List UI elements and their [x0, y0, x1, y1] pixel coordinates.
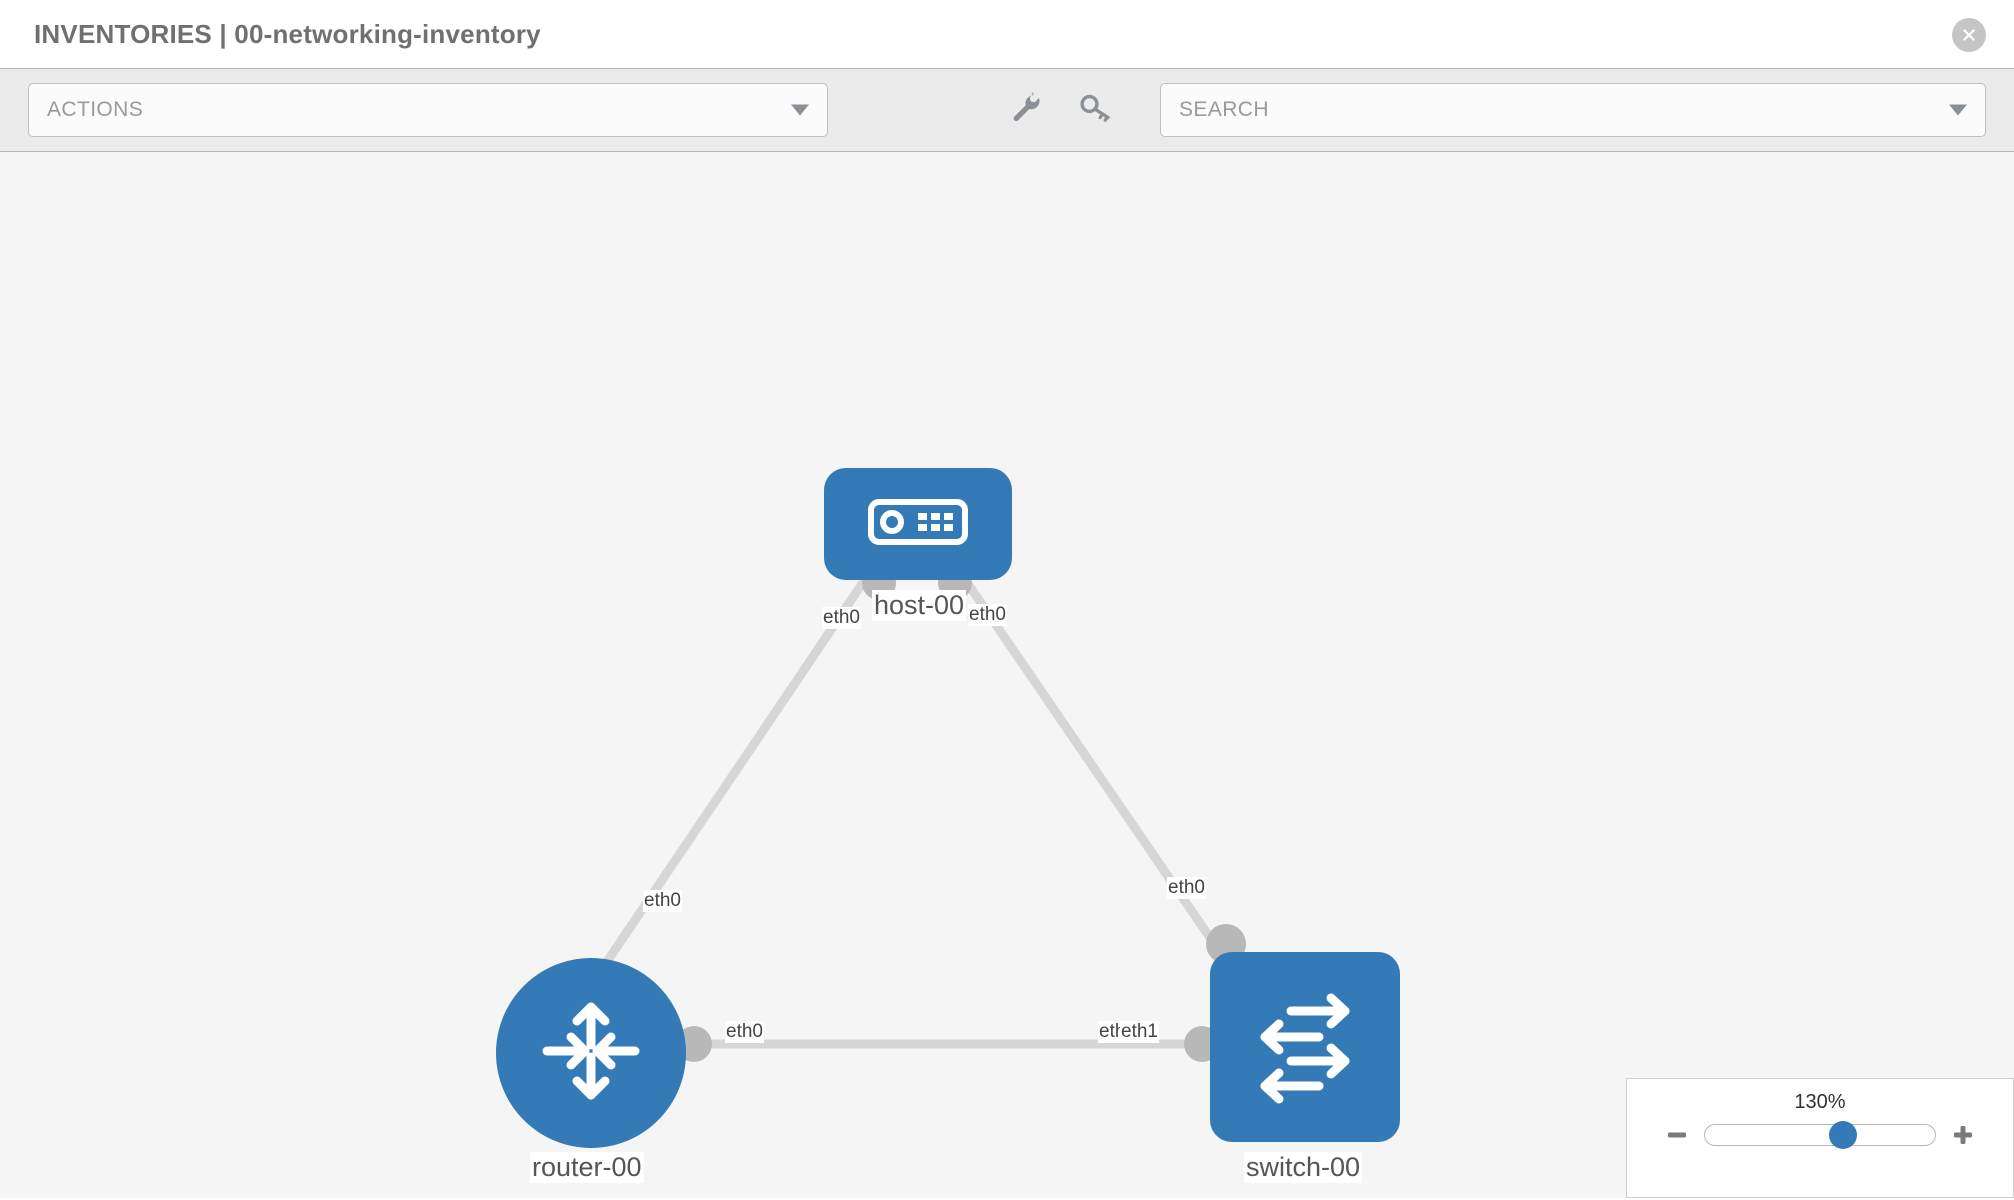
toolbar-icon-group [1008, 91, 1112, 130]
page-header: INVENTORIES | 00-networking-inventory [0, 0, 2014, 68]
zoom-slider-row [1627, 1121, 2013, 1149]
wrench-icon[interactable] [1008, 91, 1042, 130]
toolbar: ACTIONS SEARCH [0, 68, 2014, 152]
switch-node-shape[interactable] [1210, 952, 1400, 1142]
switch-icon [1245, 985, 1365, 1110]
search-placeholder: SEARCH [1179, 98, 1269, 121]
host-node-shape[interactable] [824, 468, 1012, 580]
actions-dropdown-label: ACTIONS [47, 98, 144, 121]
link-router-host [595, 579, 867, 977]
topology-canvas[interactable]: host-00 router-00 [0, 152, 2014, 1198]
router-icon [535, 995, 647, 1112]
chevron-down-icon [1949, 104, 1967, 116]
server-icon [868, 498, 968, 550]
zoom-level-label: 130% [1794, 1091, 1846, 1113]
router-node-shape[interactable] [496, 958, 686, 1148]
page-title: INVENTORIES | 00-networking-inventory [34, 18, 541, 49]
zoom-slider-thumb[interactable] [1829, 1121, 1857, 1149]
chevron-down-icon [791, 104, 809, 116]
topology-links [595, 579, 1233, 1049]
minus-icon[interactable] [1664, 1122, 1690, 1148]
search-input[interactable]: SEARCH [1160, 83, 1986, 137]
actions-dropdown[interactable]: ACTIONS [28, 83, 828, 137]
close-icon[interactable] [1952, 18, 1986, 52]
key-icon[interactable] [1078, 91, 1112, 130]
link-host-switch [963, 579, 1233, 969]
zoom-control-panel: 130% [1626, 1078, 2014, 1198]
zoom-slider[interactable] [1704, 1121, 1936, 1149]
plus-icon[interactable] [1950, 1122, 1976, 1148]
